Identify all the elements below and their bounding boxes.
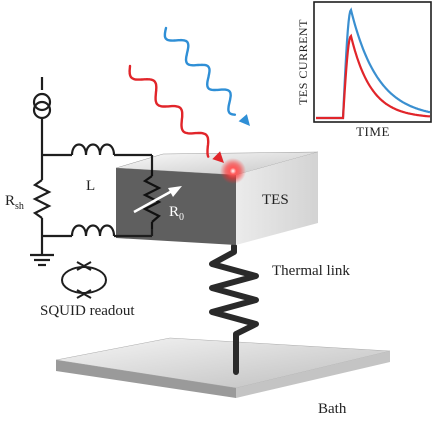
inset-ylabel: TES CURRENT — [296, 19, 310, 105]
arrow-head — [168, 186, 182, 197]
squid-loop — [61, 266, 107, 294]
pulse-inset-chart: TES CURRENT TIME — [296, 1, 432, 139]
squid-junction-right-b — [76, 289, 92, 299]
label-inductor: L — [86, 178, 95, 194]
photons — [128, 26, 250, 163]
photon-absorption-glow — [220, 158, 246, 184]
blue-photon-arrowhead — [238, 114, 250, 126]
bath-side-face — [236, 351, 390, 398]
variable-resistor-arrow — [133, 186, 182, 214]
inset-frame — [313, 1, 432, 123]
label-r-shunt-sub: sh — [15, 201, 24, 212]
label-r-tes-main: R — [169, 204, 179, 220]
tes-front-face — [116, 168, 236, 245]
bath-front-face — [56, 360, 236, 398]
label-r-tes: R0 — [169, 204, 184, 223]
shunt-resistor — [32, 179, 52, 219]
label-r-shunt: Rsh — [5, 193, 24, 212]
tes-resistor — [142, 170, 162, 229]
label-r-tes-sub: 0 — [179, 212, 184, 223]
squid-input-coil — [70, 224, 116, 237]
squid-junction-left-b — [76, 261, 92, 271]
inductor-l — [70, 143, 116, 156]
label-thermal-link: Thermal link — [272, 263, 350, 279]
tes-block — [115, 151, 319, 245]
bath-plate — [55, 337, 391, 398]
tes-resistor-zigzag — [142, 175, 162, 223]
red-photon-wave — [128, 64, 210, 158]
blue-photon-wave — [163, 26, 237, 116]
label-bath: Bath — [318, 401, 347, 417]
label-tes: TES — [262, 192, 289, 208]
current-source-ring-1 — [32, 92, 52, 112]
thermal-link-spring — [209, 243, 259, 375]
red-photon-arrowhead — [212, 151, 224, 163]
pulse-series-2 — [316, 33, 431, 120]
squid-symbol — [61, 261, 107, 299]
arrow-shaft — [133, 189, 173, 214]
label-squid-readout: SQUID readout — [40, 303, 135, 319]
tes-side-face — [236, 152, 318, 245]
readout-circuit — [30, 77, 154, 267]
bath-top-face — [55, 337, 391, 389]
pulse-series-1 — [316, 7, 431, 120]
inset-xlabel: TIME — [356, 124, 390, 139]
label-r-shunt-main: R — [5, 193, 15, 209]
